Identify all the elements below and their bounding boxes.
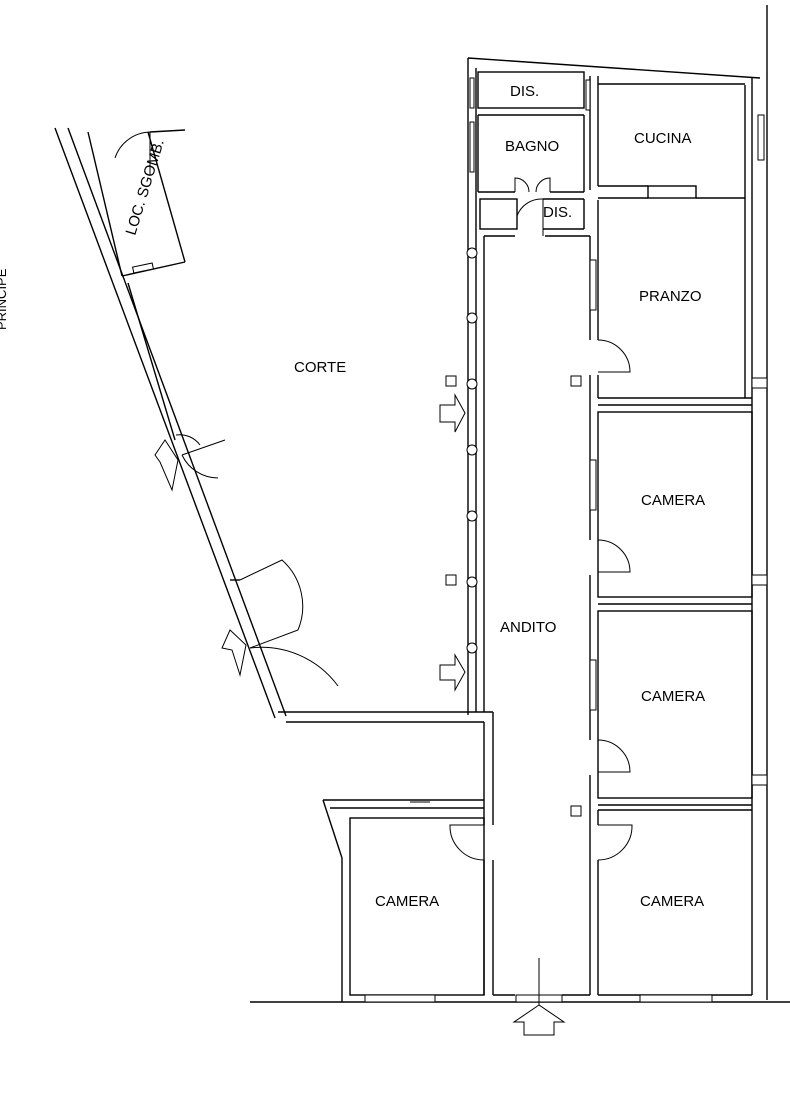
edge-text: PRINCIPE [0, 268, 9, 330]
label-camera-4: CAMERA [640, 893, 704, 910]
doors [114, 131, 633, 1036]
label-pranzo: PRANZO [639, 288, 702, 305]
label-andito: ANDITO [500, 619, 556, 636]
label-camera-3: CAMERA [375, 893, 439, 910]
label-camera-2: CAMERA [641, 688, 705, 705]
label-corte: CORTE [294, 359, 346, 376]
windows [364, 77, 768, 1003]
label-camera-1: CAMERA [641, 492, 705, 509]
label-cucina: CUCINA [634, 130, 692, 147]
label-bagno: BAGNO [505, 138, 559, 155]
walls [54, 5, 790, 1003]
label-dis-top: DIS. [510, 83, 539, 100]
label-dis-mid: DIS. [543, 204, 572, 221]
facade-columns [466, 247, 478, 654]
label-loc-sgombero: LOC. SGOMB. [123, 137, 168, 237]
